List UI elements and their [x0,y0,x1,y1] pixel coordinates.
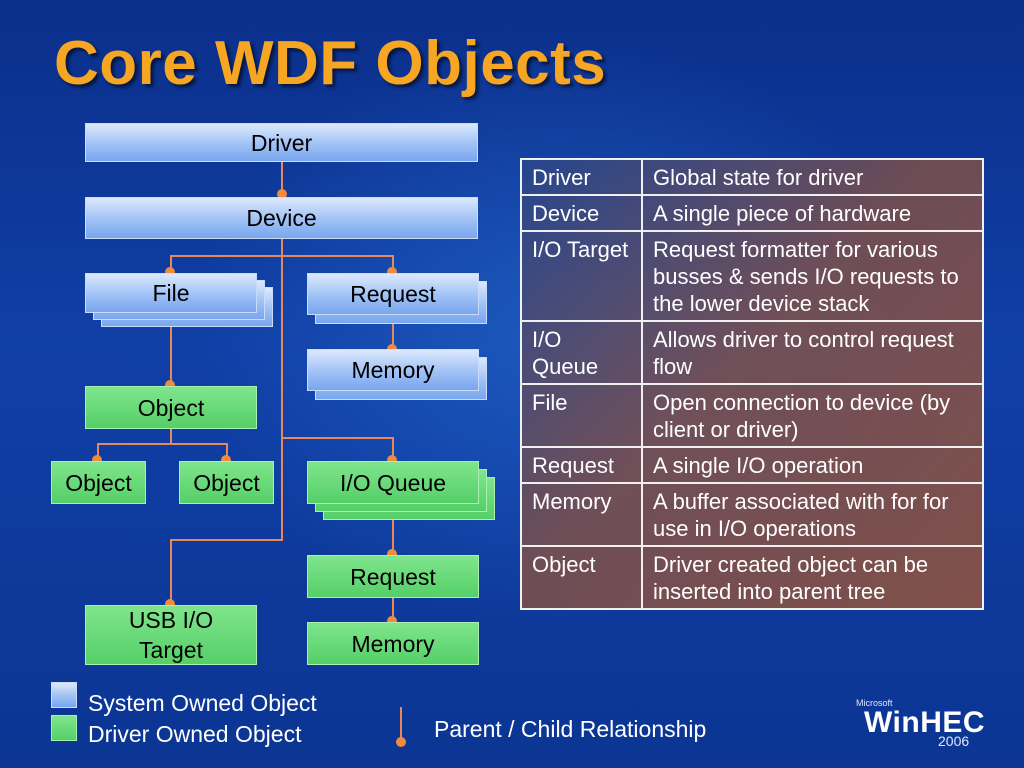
device-label: Device [246,205,317,231]
system-owned-legend-label: System Owned Object [88,690,317,716]
memory-driver-box: Memory [307,622,479,665]
memory-system-box: Memory [307,349,479,391]
usb-io-target-label: USB I/O Target [128,607,214,663]
request-driver-box: Request [307,555,479,598]
microsoft-logo-text: Microsoft [856,698,893,708]
description-cell: A single piece of hardware [641,194,984,232]
driver-label: Driver [250,129,313,156]
object-parent-label: Object [137,394,205,421]
description-cell: A buffer associated with for for use in … [641,482,984,547]
description-cell: Allows driver to control request flow [641,320,984,385]
term-cell: File [520,383,643,448]
description-cell: Open connection to device (by client or … [641,383,984,448]
description-cell: Global state for driver [641,158,984,196]
device-box: Device [85,197,478,239]
term-cell: Driver [520,158,643,196]
object-child-box-1: Object [51,461,146,504]
term-cell: I/O Queue [520,320,643,385]
term-cell: I/O Target [520,230,643,322]
object-child-box-2: Object [179,461,274,504]
description-cell: Request formatter for various busses & s… [641,230,984,322]
request-system-box: Request [307,273,479,315]
object-child-label-1: Object [65,469,132,496]
driver-owned-swatch [51,715,77,741]
memory-driver-label: Memory [351,630,435,657]
request-system-label: Request [350,281,436,307]
relationship-legend-label: Parent / Child Relationship [434,716,707,742]
object-parent-box: Object [85,386,257,429]
winhec-year: 2006 [938,733,970,749]
term-cell: Device [520,194,643,232]
term-cell: Memory [520,482,643,547]
description-cell: A single I/O operation [641,446,984,484]
description-cell: Driver created object can be inserted in… [641,545,984,610]
file-box: File [85,273,257,313]
file-label: File [152,280,190,306]
usb-io-target-box: USB I/O Target [85,605,257,665]
io-queue-box: I/O Queue [307,461,479,504]
winhec-logo: WinHEC [864,706,986,739]
term-cell: Request [520,446,643,484]
driver-box: Driver [85,123,478,162]
request-driver-label: Request [350,563,436,590]
slide-title: Core WDF Objects [54,29,607,98]
term-cell: Object [520,545,643,610]
system-owned-swatch [51,682,77,708]
object-child-label-2: Object [193,469,260,496]
io-queue-label: I/O Queue [339,469,447,496]
driver-owned-legend-label: Driver Owned Object [88,721,302,747]
memory-system-label: Memory [351,357,435,383]
